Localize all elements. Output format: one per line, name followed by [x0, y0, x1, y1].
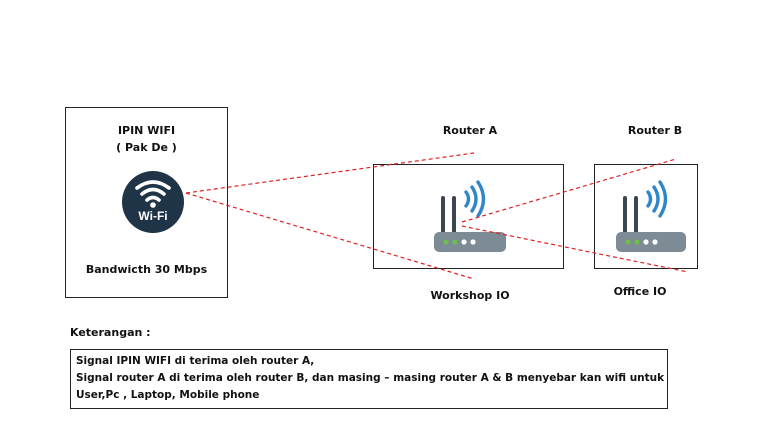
notes-heading: Keterangan : [70, 326, 151, 339]
router-b-icon [612, 176, 692, 256]
source-subtitle: ( Pak De ) [116, 141, 177, 154]
note-line-1: Signal IPIN WIFI di terima oleh router A… [76, 355, 315, 367]
wifi-badge-icon: Wi-Fi [121, 170, 185, 234]
note-line-3: User,Pc , Laptop, Mobile phone [76, 389, 260, 401]
notes-box: Signal IPIN WIFI di terima oleh router A… [70, 349, 668, 409]
bandwidth-label: Bandwicth 30 Mbps [85, 263, 208, 276]
wifi-icon [135, 180, 171, 202]
source-title: IPIN WIFI [117, 124, 176, 137]
note-line-2: Signal router A di terima oleh router B,… [76, 372, 665, 384]
router-a-icon [430, 176, 510, 256]
router-a-title: Router A [442, 124, 498, 137]
router-b-location: Office IO [613, 285, 667, 298]
router-b-title: Router B [627, 124, 683, 137]
wifi-badge-text: Wi-Fi [138, 209, 167, 223]
router-a-location: Workshop IO [430, 289, 510, 302]
